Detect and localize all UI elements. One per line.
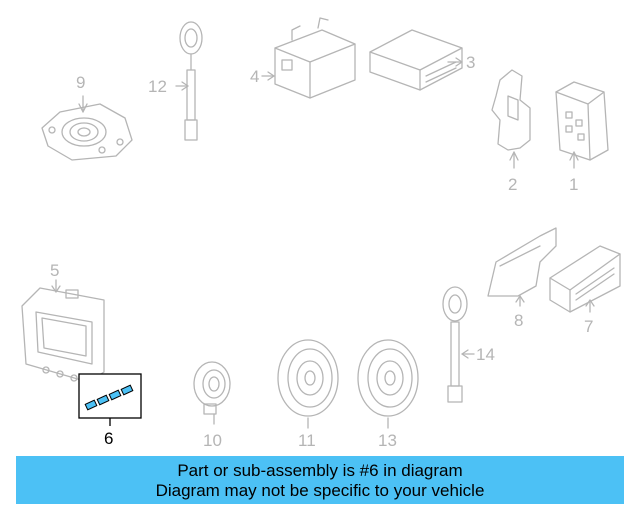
callout-4: 4 [250, 67, 260, 86]
part-2-bracket[interactable] [491, 69, 531, 169]
callout-8: 8 [514, 311, 524, 330]
part-6-button-set[interactable] [78, 373, 142, 426]
part-6-button [120, 384, 134, 396]
info-banner: Part or sub-assembly is #6 in diagram Di… [16, 456, 624, 504]
callout-10: 10 [203, 431, 222, 450]
banner-line-1: Part or sub-assembly is #6 in diagram [177, 461, 463, 480]
part-13-woofer[interactable] [357, 339, 419, 429]
part-6-buttons [84, 384, 134, 411]
part-5-display-unit[interactable] [21, 279, 105, 383]
callout-7: 7 [584, 317, 594, 336]
part-6-button [96, 394, 110, 406]
callout-12: 12 [148, 77, 167, 96]
callout-2: 2 [508, 175, 518, 194]
callout-13: 13 [378, 431, 397, 450]
callout-6: 6 [104, 429, 114, 448]
part-8-bracket[interactable] [487, 227, 557, 307]
part-11-woofer[interactable] [277, 339, 339, 429]
callout-11: 11 [298, 431, 316, 450]
part-12-speaker-harness[interactable] [175, 21, 203, 141]
part-6-button [108, 389, 122, 401]
part-7-module[interactable] [549, 245, 621, 313]
callout-3: 3 [466, 53, 476, 72]
part-9-tweeter-bracket[interactable] [41, 95, 133, 161]
callout-5: 5 [50, 261, 60, 280]
part-1-control-module[interactable] [555, 81, 609, 169]
part-14-speaker-harness[interactable] [442, 286, 475, 403]
banner-line-2: Diagram may not be specific to your vehi… [155, 481, 485, 500]
parts-diagram [21, 17, 621, 429]
part-6-button [84, 399, 98, 411]
part-4-module-bracket[interactable] [261, 17, 356, 99]
callout-9: 9 [76, 73, 86, 92]
callout-1: 1 [569, 175, 579, 194]
part-3-amplifier[interactable] [369, 29, 463, 91]
part-10-speaker[interactable] [193, 361, 231, 425]
callout-14: 14 [476, 345, 495, 364]
